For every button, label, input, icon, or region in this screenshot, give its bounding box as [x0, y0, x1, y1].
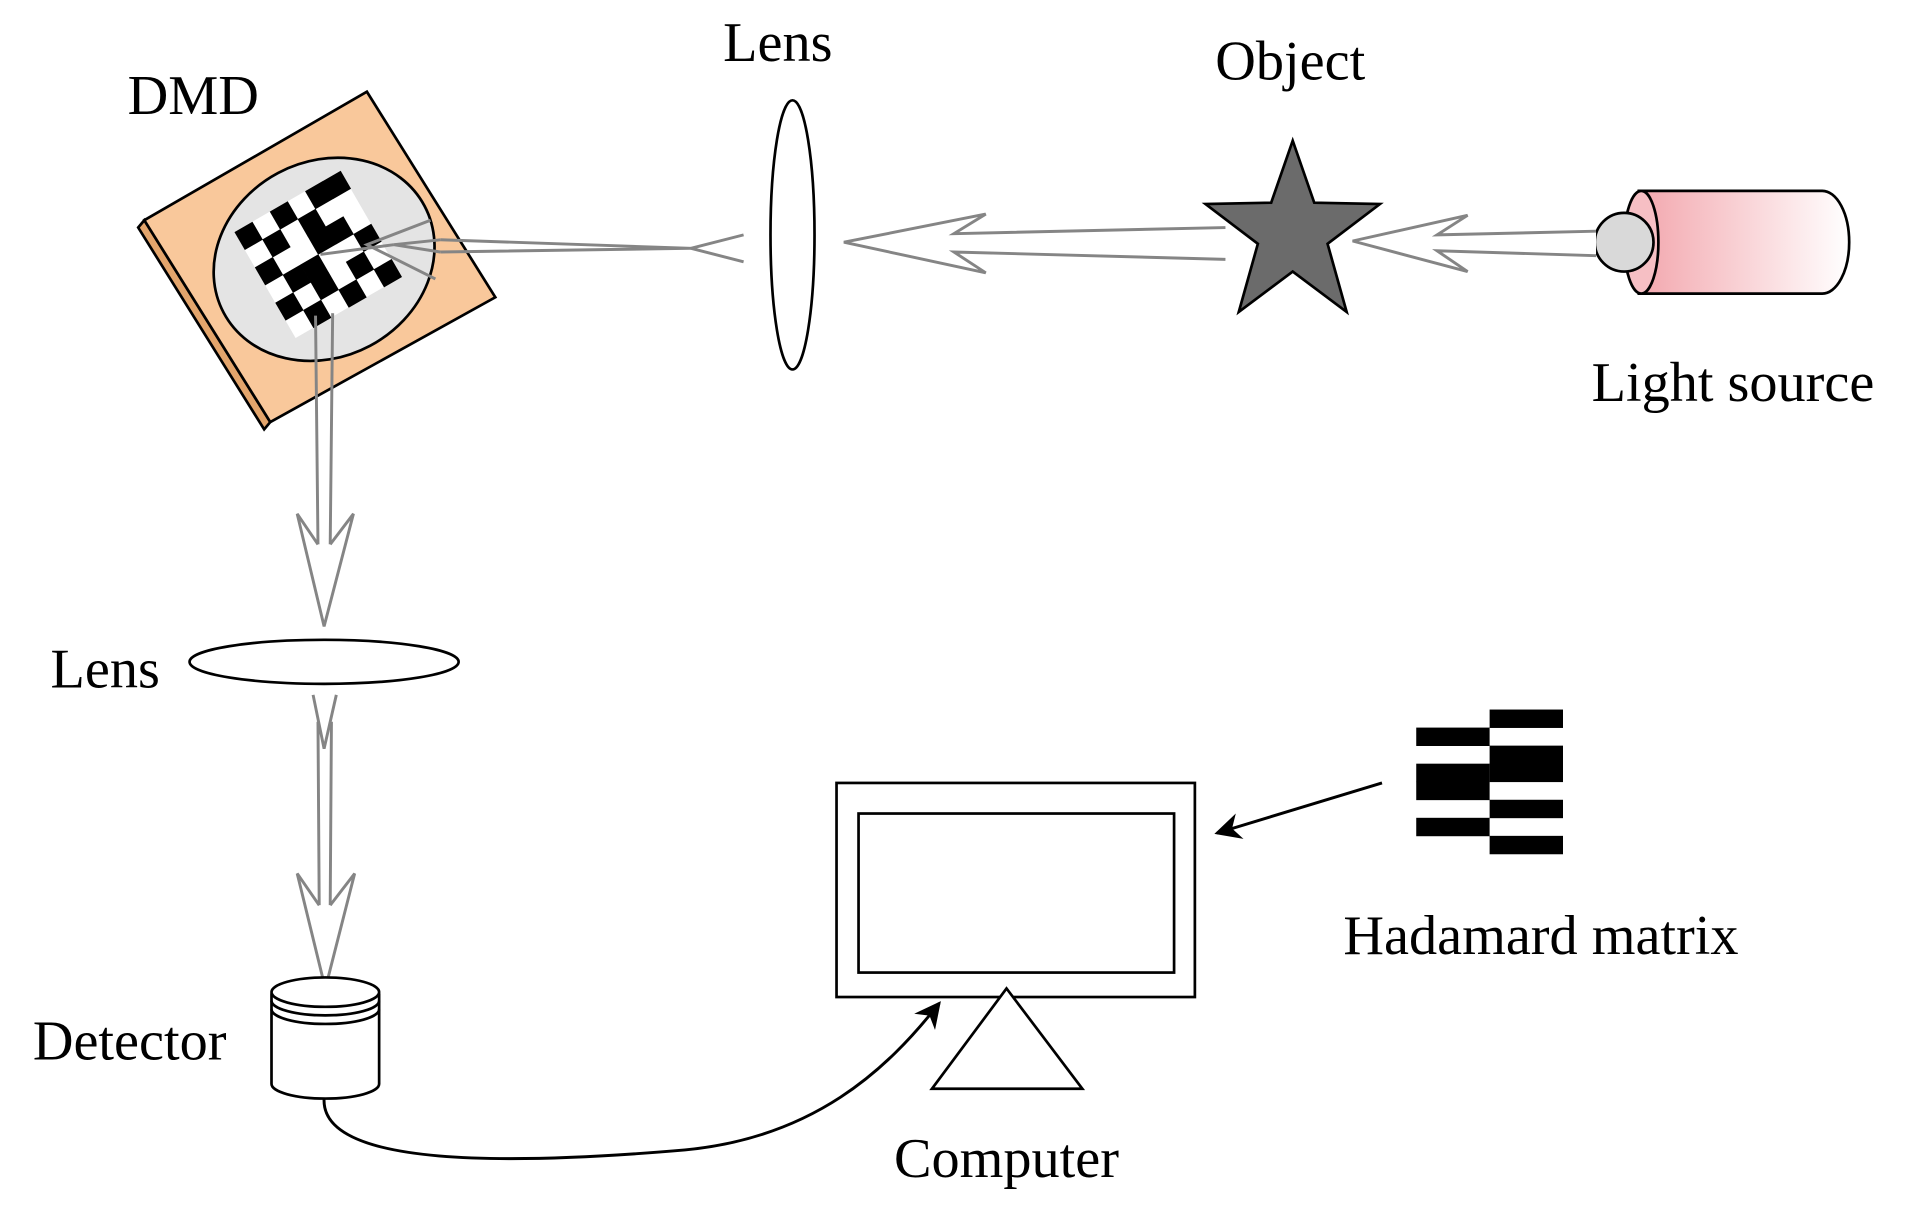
object-label: Object	[1215, 31, 1365, 93]
dmd-pattern-cell	[269, 201, 299, 230]
dmd-pattern-cell	[234, 221, 263, 251]
detector	[270, 976, 381, 1100]
hadamard-matrix-cell	[1416, 817, 1490, 837]
dmd-pattern-cell	[275, 292, 304, 321]
dmd-pattern-cell	[345, 251, 375, 280]
lens-left-label: Lens	[51, 639, 160, 701]
detector-body	[270, 993, 381, 1100]
beam-lens-to-detector	[295, 694, 357, 989]
beam-shaft	[314, 313, 335, 545]
dmd-pattern-cell	[300, 254, 329, 283]
detector-label: Detector	[33, 1010, 227, 1072]
beam-shaft	[316, 721, 333, 906]
beam-light-to-object	[1352, 213, 1597, 274]
dmd-pattern	[234, 170, 403, 339]
light-source-label: Light source	[1592, 352, 1875, 414]
dmd-pattern-cell	[297, 208, 326, 238]
dmd	[136, 89, 498, 432]
object-star	[1201, 136, 1384, 316]
dmd-pattern-cell	[310, 271, 339, 301]
beam-tail-chevron	[690, 233, 744, 264]
beam-head	[295, 872, 357, 989]
beam-dmd-to-lens	[295, 313, 355, 627]
beam-object-to-lens	[843, 212, 1226, 275]
dmd-label: DMD	[128, 65, 259, 127]
light-source	[1593, 189, 1851, 295]
dmd-pattern-cell	[262, 229, 291, 258]
detector-rings	[270, 1000, 381, 1026]
hadamard-matrix-cell	[1489, 799, 1563, 819]
dmd-pattern-cell	[325, 216, 354, 245]
hadamard-matrix-label: Hadamard matrix	[1343, 905, 1738, 967]
detector-to-computer-cable	[322, 1001, 941, 1161]
hadamard-matrix-cell	[1489, 745, 1563, 765]
lens-left	[188, 638, 460, 686]
dmd-pattern-cell	[353, 223, 382, 253]
hadamard-to-computer-arrow	[1214, 781, 1383, 839]
detector-top	[270, 976, 381, 1009]
dmd-pattern-cell	[373, 259, 403, 288]
beam-shaft	[440, 238, 692, 254]
hadamard-matrix-cell	[1416, 763, 1490, 783]
light-source-body	[1637, 189, 1851, 295]
computer	[835, 781, 1197, 1091]
monitor-stand	[929, 986, 1086, 1091]
beam-head	[295, 512, 355, 627]
lens-top	[769, 98, 816, 371]
hadamard-matrix-cell	[1489, 763, 1563, 783]
monitor-screen	[857, 812, 1176, 974]
hadamard-matrix-cell	[1416, 781, 1490, 801]
dmd-pattern-cell	[282, 264, 312, 293]
beam-lens-to-dmd	[320, 218, 744, 281]
dmd-pattern-cell	[322, 170, 352, 200]
beam-rays-on-dmd	[320, 218, 437, 281]
dmd-pattern-cell	[303, 299, 332, 329]
hadamard-matrix	[1416, 709, 1563, 855]
beam-tail-chevron	[311, 694, 338, 750]
hadamard-matrix-cell	[1416, 727, 1490, 746]
dmd-pattern-cell	[338, 279, 367, 308]
dmd-pattern-cell	[305, 180, 334, 210]
light-bulb	[1593, 211, 1655, 273]
computer-label: Computer	[894, 1128, 1119, 1190]
hadamard-matrix-cell	[1489, 835, 1563, 855]
lens-top-label: Lens	[723, 12, 832, 74]
hadamard-matrix-cell	[1489, 709, 1563, 728]
dmd-pattern-cell	[254, 257, 284, 286]
dmd-pattern-cell	[307, 226, 337, 255]
